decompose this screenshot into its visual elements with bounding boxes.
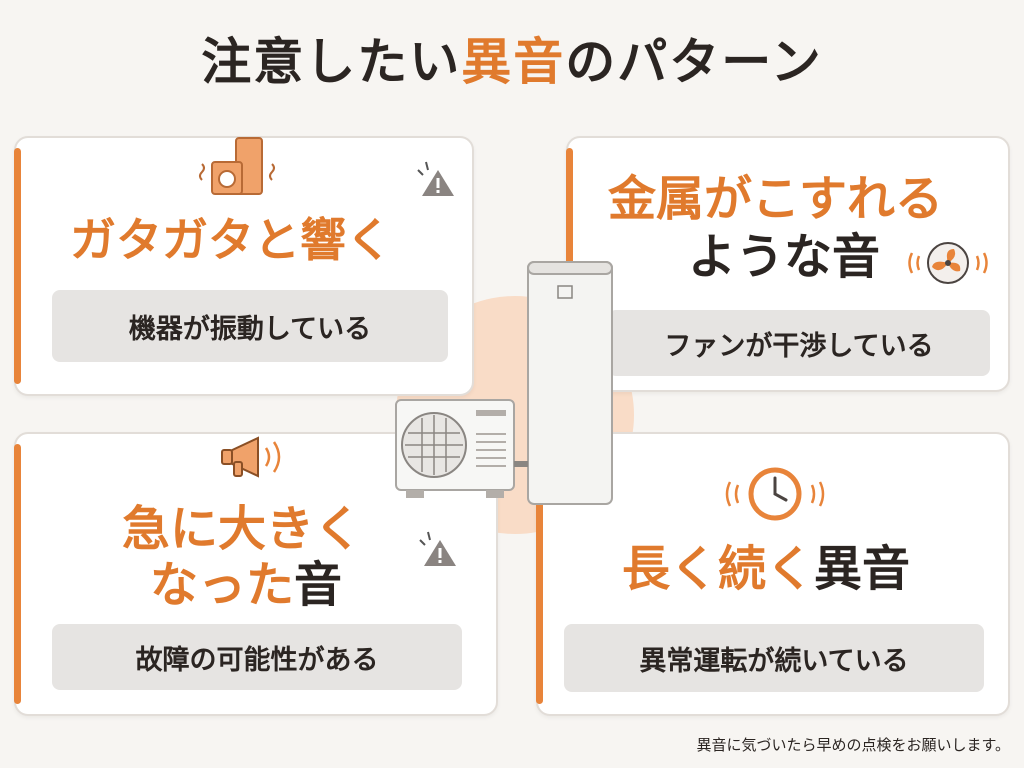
outdoor-unit-icon (395, 399, 528, 498)
card-metal-scraping-sound: 金属がこすれる ような音 ファンが干渉している (566, 136, 1010, 392)
card-long-continuous-sound: 長く続く異音 異常運転が続いている (536, 432, 1010, 716)
megaphone-icon (221, 436, 281, 478)
vibrating-device-icon (199, 137, 275, 195)
title-accent: 異音 (461, 33, 566, 91)
page-title: 注意したい異音のパターン (0, 22, 1024, 94)
card-description: 異常運転が続いている (564, 624, 984, 692)
card-headline-line1: 急に大きく (122, 501, 363, 557)
card-headline-line2-wrap: ような音 (688, 229, 881, 285)
card-headline-line1: 金属がこすれる (608, 171, 944, 227)
card-description: 故障の可能性がある (52, 624, 462, 690)
clock-icon (725, 467, 825, 521)
card-description: 機器が振動している (52, 290, 448, 362)
hot-water-tank-icon (527, 261, 613, 505)
heat-pump-illustration (395, 261, 613, 505)
title-suffix: のパターン (565, 33, 823, 91)
fan-icon (908, 242, 988, 284)
warning-icon (419, 531, 456, 566)
card-headline-dark: 異音 (814, 541, 911, 597)
card-rattling-sound: ガタガタと響く 機器が振動している (14, 136, 474, 396)
card-description: ファンが干渉している (608, 310, 990, 376)
card-headline-accent: 長く続く (622, 541, 815, 597)
card-headline-line2: ような音 (688, 229, 881, 285)
title-prefix: 注意したい (201, 33, 462, 91)
footer-note: 異音に気づいたら早めの点検をお願いします。 (696, 736, 1010, 754)
card-headline-line2-accent: なった (150, 557, 295, 613)
card-headline-wrap: 長く続く異音 (622, 541, 911, 597)
card-headline-line2-dark: 音 (294, 557, 343, 613)
warning-icon (417, 161, 454, 196)
card-headline-line2-wrap: なった音 (150, 557, 343, 613)
card-headline: ガタガタと響く (70, 213, 392, 267)
